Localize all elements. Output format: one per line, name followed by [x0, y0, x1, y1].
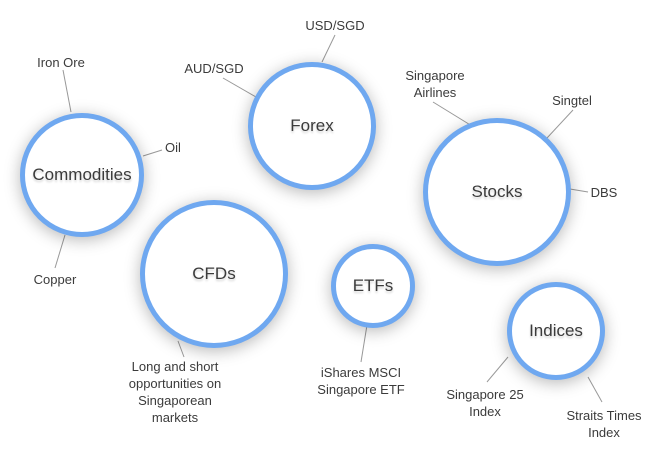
satellite-label-copper: Copper — [33, 272, 77, 287]
connector-line-iron-ore — [62, 69, 72, 113]
satellite-label-singapore-airlines: Singapore Airlines — [405, 68, 465, 100]
satellite-label-singapore-25-index: Singapore 25 Index — [446, 387, 524, 419]
bubble-cfds: CFDs — [140, 200, 288, 348]
bubble-forex-label: Forex — [290, 116, 334, 135]
connector-line-aud-sgd — [222, 77, 257, 98]
bubble-commodities-label: Commodities — [32, 165, 132, 184]
connector-line-usd-sgd — [321, 34, 336, 63]
satellite-label-usd-sgd: USD/SGD — [305, 18, 365, 33]
satellite-label-dbs: DBS — [590, 185, 618, 200]
bubble-indices-label: Indices — [529, 321, 583, 340]
bubble-forex: Forex — [248, 62, 376, 190]
connector-line-singapore-airlines — [432, 101, 473, 127]
connector-line-singtel — [546, 109, 574, 139]
satellite-label-singtel: Singtel — [552, 93, 592, 108]
bubble-cfds-label: CFDs — [192, 264, 236, 283]
satellite-label-straits-times-index: Straits Times Index — [566, 408, 642, 440]
satellite-label-iron-ore: Iron Ore — [37, 55, 85, 70]
bubble-stocks: Stocks — [423, 118, 571, 266]
bubble-etfs-label: ETFs — [352, 276, 394, 295]
satellite-label-aud-sgd: AUD/SGD — [184, 61, 244, 76]
satellite-label-cfds-note: Long and short opportunities on Singapor… — [128, 359, 222, 425]
connector-line-copper — [54, 234, 66, 269]
satellite-label-ishares-msci-singapore-etf: iShares MSCI Singapore ETF — [317, 365, 405, 397]
bubble-commodities: Commodities — [20, 113, 144, 237]
bubble-etfs: ETFs — [331, 244, 415, 328]
connector-line-ishares — [360, 324, 368, 363]
bubble-indices: Indices — [507, 282, 605, 380]
connector-line-cfds-note — [177, 340, 185, 358]
satellite-label-oil: Oil — [165, 140, 181, 155]
connector-line-straits-times — [587, 376, 603, 403]
connector-line-singapore-25 — [486, 356, 509, 383]
bubble-stocks-label: Stocks — [471, 182, 523, 201]
